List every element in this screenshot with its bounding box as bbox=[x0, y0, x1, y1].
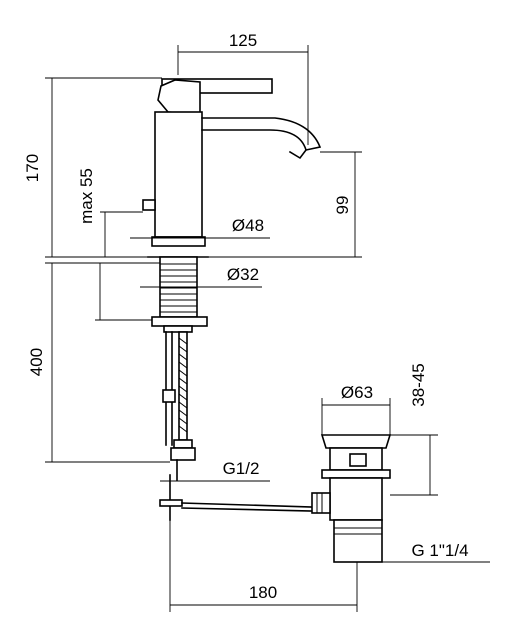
mounting-nut bbox=[151, 316, 208, 327]
dim-waste-diameter: Ø63 bbox=[341, 383, 373, 402]
rod-clip bbox=[162, 389, 176, 403]
dim-top-width: 125 bbox=[229, 31, 257, 50]
lever-hub bbox=[157, 79, 201, 115]
waste-tail bbox=[333, 519, 383, 563]
dim-total-height: 170 bbox=[23, 154, 42, 182]
dim-hose-length: 400 bbox=[27, 348, 46, 376]
hose-connector bbox=[173, 439, 193, 449]
popup-knob bbox=[142, 199, 156, 211]
flexible-hose bbox=[178, 331, 188, 441]
dim-max-height: max 55 bbox=[77, 168, 96, 224]
dimension-lines bbox=[45, 45, 490, 612]
dim-waste-range: 38-45 bbox=[409, 363, 428, 406]
waste-body bbox=[329, 477, 383, 521]
faucet-body bbox=[154, 111, 203, 238]
dim-spout-height: 99 bbox=[333, 196, 352, 215]
dim-connection-thread: G1/2 bbox=[223, 459, 260, 478]
hose-braid bbox=[178, 337, 188, 433]
waste-assembly bbox=[311, 434, 392, 563]
dim-bottom-width: 180 bbox=[249, 583, 277, 602]
base-ring bbox=[151, 236, 206, 247]
spout bbox=[201, 117, 322, 151]
waste-nut bbox=[321, 469, 391, 479]
washer bbox=[163, 325, 193, 333]
spout-tip bbox=[288, 148, 308, 160]
dim-waste-thread: G 1"1/4 bbox=[411, 541, 468, 560]
faucet bbox=[142, 78, 322, 521]
thread-lines bbox=[160, 263, 197, 313]
waste-flange bbox=[320, 434, 392, 449]
rod-joint bbox=[159, 499, 183, 507]
hose-nut bbox=[170, 447, 196, 461]
waste-link-rod-2 bbox=[181, 507, 313, 512]
waste-link-rod bbox=[181, 502, 313, 508]
dim-body-diameter: Ø48 bbox=[232, 216, 264, 235]
waste-slot bbox=[349, 453, 367, 467]
waste-lever-housing bbox=[311, 492, 331, 514]
dim-thread-diameter: Ø32 bbox=[227, 265, 259, 284]
